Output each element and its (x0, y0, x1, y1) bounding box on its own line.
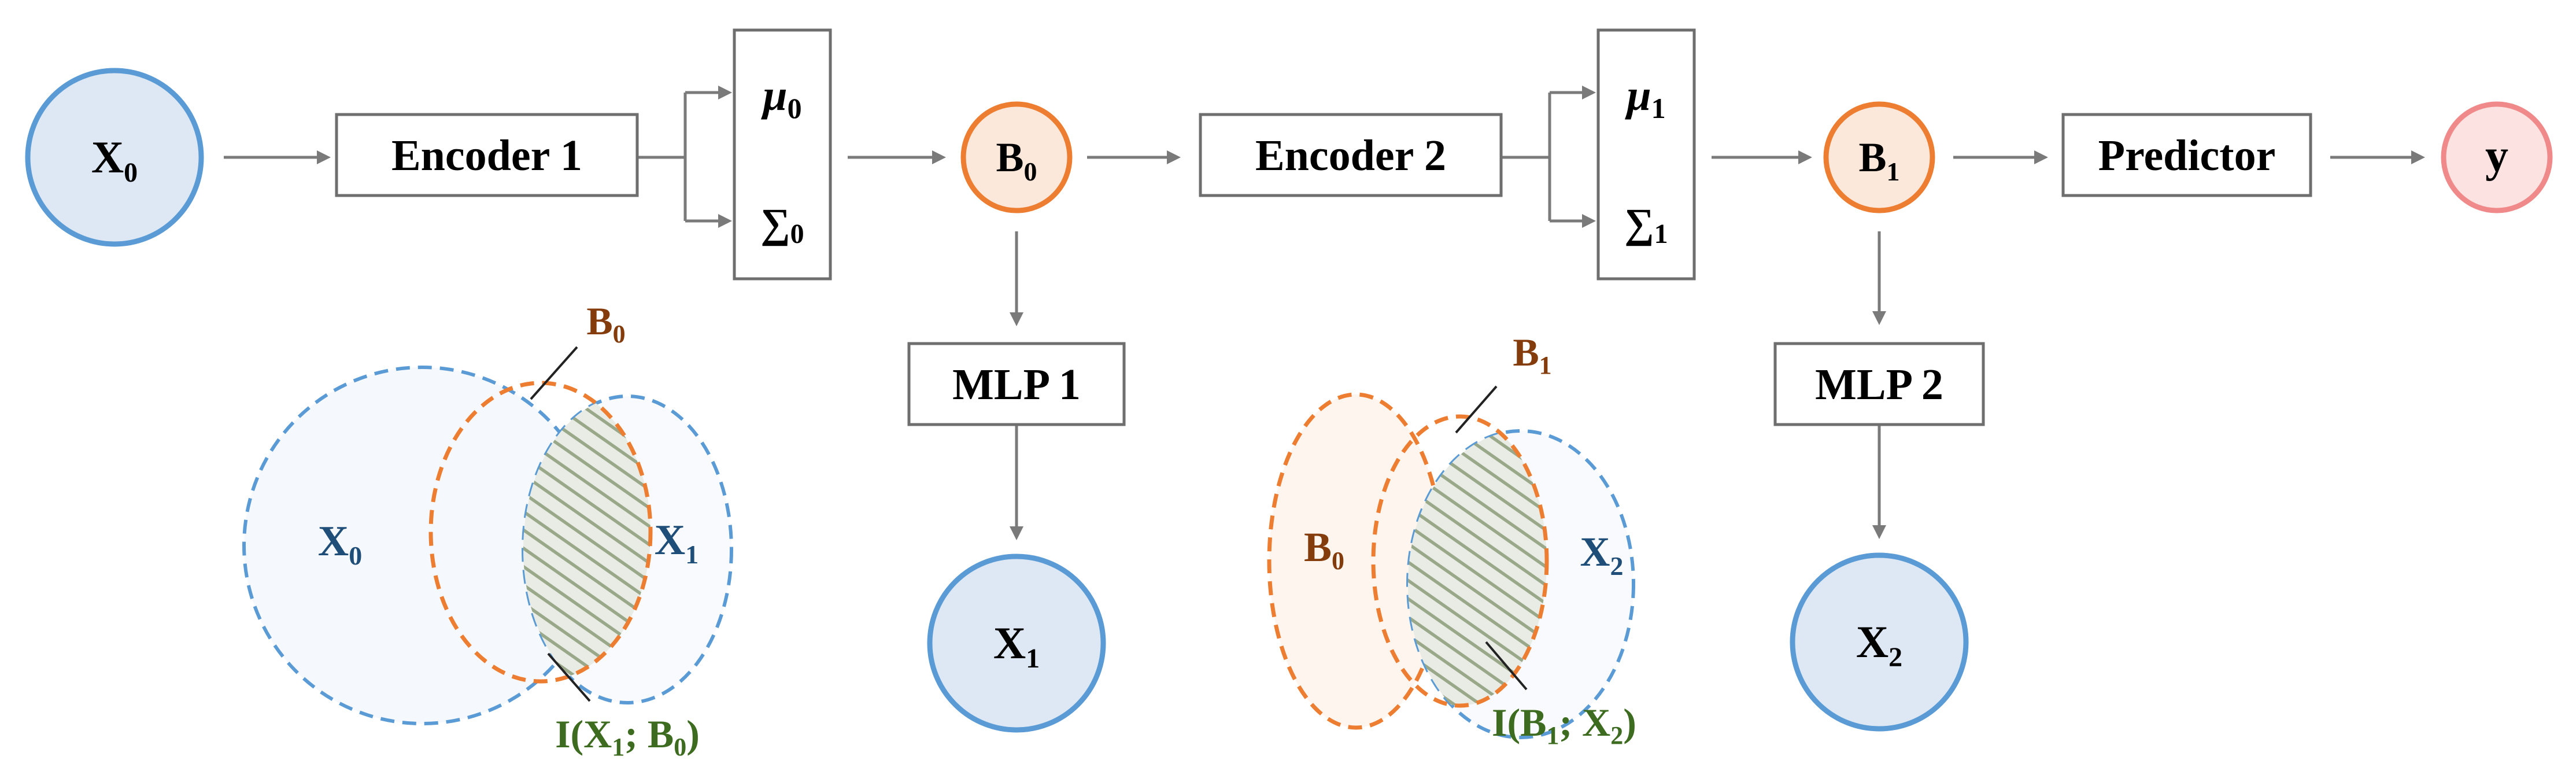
svg-text:y: y (2485, 131, 2508, 182)
encoder-2-box: Encoder 2 (1199, 113, 1503, 197)
svg-text:I(X1; B0): I(X1; B0) (555, 712, 700, 761)
venn1-overlap-hatch (523, 396, 651, 681)
node-b0: B0 (960, 101, 1073, 213)
svg-text:B0: B0 (1304, 524, 1344, 575)
svg-text:MLP 2: MLP 2 (1815, 360, 1943, 409)
node-y: y (2441, 101, 2553, 213)
predictor-box: Predictor (2061, 113, 2312, 197)
svg-text:Encoder 1: Encoder 1 (391, 131, 582, 180)
node-b1: B1 (1823, 101, 1935, 213)
node-x2: X2 (1790, 552, 1969, 732)
params-box-0: μ0 ∑0 (733, 28, 832, 281)
svg-text:X2: X2 (1856, 617, 1902, 673)
svg-text:Predictor: Predictor (2098, 131, 2276, 180)
node-x0: X0 (25, 68, 204, 247)
svg-text:X2: X2 (1580, 529, 1624, 581)
node-x1: X1 (927, 554, 1106, 733)
svg-text:X0: X0 (318, 518, 362, 570)
svg-text:MLP 1: MLP 1 (952, 360, 1081, 409)
svg-text:B1: B1 (1858, 134, 1899, 186)
venn-diagram-2: B0 B1 X2 I(B1; X2) (1267, 330, 1636, 750)
svg-text:μ0: μ0 (760, 71, 801, 124)
svg-text:∑1: ∑1 (1624, 200, 1668, 249)
mlp-1-box: MLP 1 (907, 342, 1126, 426)
mlp-2-box: MLP 2 (1773, 342, 1985, 426)
svg-text:Encoder 2: Encoder 2 (1255, 131, 1446, 180)
svg-text:B1: B1 (1513, 330, 1551, 379)
svg-text:X1: X1 (655, 517, 698, 569)
svg-text:X1: X1 (993, 618, 1040, 674)
svg-text:B0: B0 (586, 299, 625, 348)
svg-text:B0: B0 (996, 134, 1037, 186)
params-box-1: μ1 ∑1 (1596, 28, 1696, 281)
connectors (224, 86, 2425, 540)
svg-text:X0: X0 (91, 132, 138, 188)
encoder-1-box: Encoder 1 (335, 113, 639, 197)
svg-text:I(B1; X2): I(B1; X2) (1492, 700, 1636, 750)
venn-diagram-1: X0 X1 B0 I(X1; B0) (242, 299, 733, 761)
svg-text:μ1: μ1 (1624, 71, 1665, 124)
svg-text:∑0: ∑0 (760, 200, 804, 249)
